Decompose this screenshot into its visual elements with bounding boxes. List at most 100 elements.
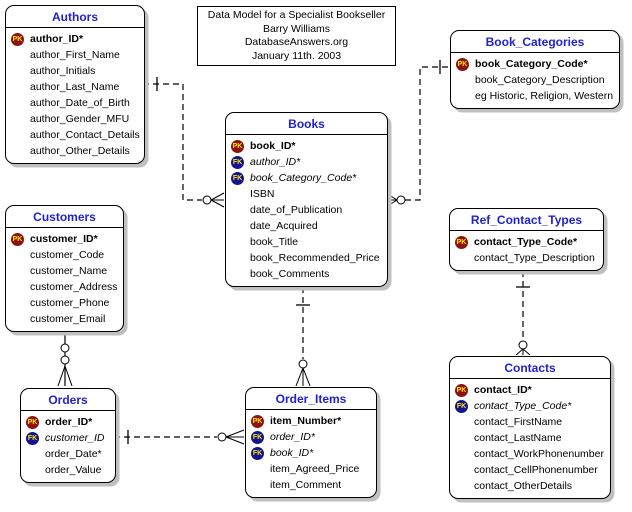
field-label: date_Acquired — [250, 220, 318, 232]
zero-cardinality-icon — [60, 355, 70, 365]
field-row: contact_LastName — [450, 430, 610, 446]
field-row: PK item_Number* — [246, 413, 376, 429]
field-label: customer_Phone — [30, 297, 110, 309]
field-row: customer_Name — [6, 263, 123, 279]
crows-foot-icon — [515, 348, 531, 356]
pk-icon: PK — [455, 383, 468, 397]
note-line: January 11th. 2003 — [251, 49, 342, 62]
field-row: ISBN — [226, 186, 387, 202]
entity-title: Order_Items — [246, 388, 376, 410]
pk-icon: PK — [26, 415, 39, 429]
field-row: author_Last_Name — [6, 79, 144, 95]
pk-icon: PK — [11, 32, 24, 46]
field-row: FK contact_Type_Code* — [450, 398, 610, 414]
note-line: Barry Williams — [262, 22, 331, 35]
fk-icon: FK — [231, 155, 244, 169]
relationship-orders-orderitems — [114, 429, 245, 445]
relationship-customers-orders — [57, 331, 73, 387]
relationship-books-orderitems — [295, 287, 311, 387]
entity-title: Orders — [21, 389, 115, 411]
field-row: contact_WorkPhonenumber — [450, 446, 610, 462]
entity-title: Ref_Contact_Types — [450, 209, 603, 231]
relationship-refcontacttypes-contacts — [515, 271, 531, 356]
field-row: date_of_Publication — [226, 202, 387, 218]
field-row: customer_Phone — [6, 295, 123, 311]
field-label: author_First_Name — [30, 49, 120, 61]
field-label: author_ID* — [250, 156, 301, 168]
field-label: author_Initials — [30, 65, 96, 77]
field-label: author_Last_Name — [30, 81, 120, 93]
field-label: order_ID* — [270, 431, 315, 443]
field-label: book_Recommended_Price — [250, 252, 380, 264]
field-row: date_Acquired — [226, 218, 387, 234]
fk-icon: FK — [231, 171, 244, 185]
note-line: DatabaseAnswers.org — [244, 36, 349, 48]
field-row: contact_FirstName — [450, 414, 610, 430]
entity-title: Books — [226, 113, 387, 135]
field-row: PK contact_Type_Code* — [450, 234, 603, 250]
field-label: customer_Name — [30, 265, 108, 277]
field-label: book_Category_Code* — [475, 58, 588, 70]
field-label: item_Number* — [270, 415, 342, 427]
field-label: author_Contact_Details — [30, 129, 140, 141]
field-label: customer_ID* — [30, 233, 98, 245]
field-row: contact_Type_Description — [450, 250, 603, 266]
relationship-bookcategories-books — [385, 60, 449, 208]
field-row: eg Historic, Religion, Western — [451, 88, 619, 104]
field-row: author_Other_Details — [6, 143, 144, 159]
field-row: author_First_Name — [6, 47, 144, 63]
field-label: customer_Code — [30, 249, 105, 261]
field-row: order_Date* — [21, 446, 115, 462]
field-label: customer_Address — [30, 281, 118, 293]
field-label: customer_ID — [45, 432, 105, 444]
field-label: ISBN — [250, 188, 275, 200]
field-label: book_ID* — [250, 140, 296, 152]
field-list: PK book_Category_Code* book_Category_Descr… — [451, 53, 619, 108]
field-row: customer_Code — [6, 247, 123, 263]
pk-icon: PK — [455, 235, 468, 249]
field-label: customer_Email — [30, 313, 106, 325]
pk-icon: PK — [251, 414, 264, 428]
field-row: book_Title — [226, 234, 387, 250]
fk-icon: FK — [455, 399, 468, 413]
pk-icon: PK — [456, 57, 469, 71]
field-row: book_Recommended_Price — [226, 250, 387, 266]
field-label: contact_CellPhonenumber — [474, 464, 598, 476]
field-row: contact_OtherDetails — [450, 478, 610, 494]
zero-cardinality-icon — [217, 432, 227, 442]
entity-title: Contacts — [450, 357, 610, 379]
pk-icon: PK — [231, 139, 244, 153]
field-label: author_Gender_MFU — [30, 113, 130, 125]
field-row: FK author_ID* — [226, 154, 387, 170]
field-row: book_Category_Description — [451, 72, 619, 88]
zero-cardinality-icon — [518, 340, 528, 350]
field-label: eg Historic, Religion, Western — [475, 90, 614, 102]
field-row: item_Comment — [246, 477, 376, 493]
field-row: PK book_ID* — [226, 138, 387, 154]
field-label: contact_Type_Code* — [474, 236, 578, 248]
field-label: book_Title — [250, 236, 299, 248]
crows-foot-icon — [225, 429, 245, 445]
field-list: PK contact_Type_Code* contact_Type_Descrip… — [450, 231, 603, 270]
zero-cardinality-icon — [396, 195, 406, 205]
field-row: book_Comments — [226, 266, 387, 282]
field-label: contact_Type_Code* — [474, 400, 572, 412]
note-line: Data Model for a Specialist Bookseller — [207, 9, 386, 21]
field-row: customer_Address — [6, 279, 123, 295]
